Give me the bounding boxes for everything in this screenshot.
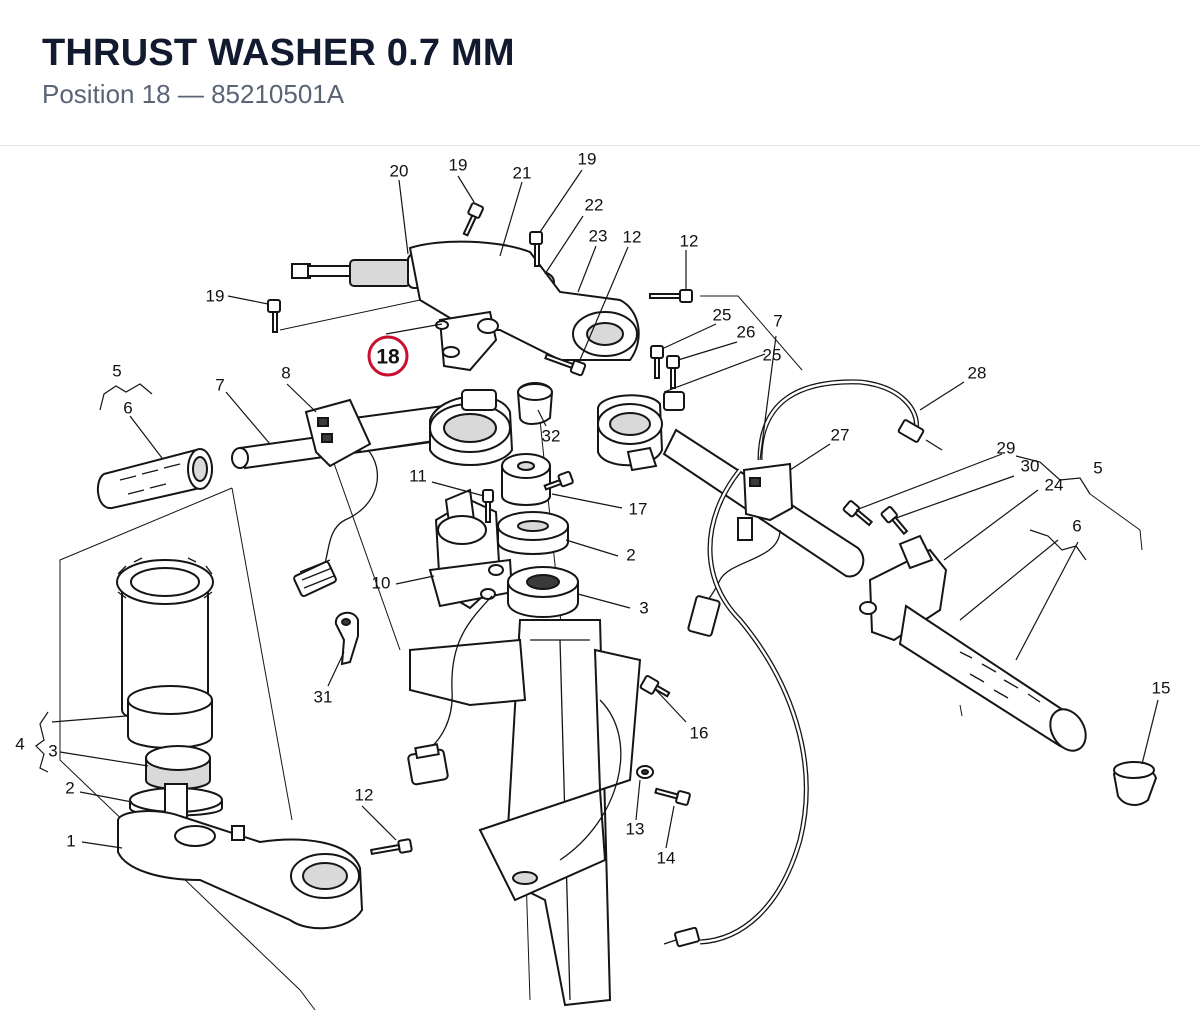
- steering-stem-assembly: [116, 557, 223, 829]
- callout-label: 26: [737, 322, 756, 341]
- callout-label: 28: [968, 363, 987, 382]
- bearing-3: [507, 566, 579, 618]
- callout-label: 6: [1072, 516, 1081, 535]
- callout-label: 13: [626, 819, 645, 838]
- callout-label: 2: [65, 778, 74, 797]
- bolt-11: [482, 489, 494, 523]
- lower-triple-clamp: [117, 810, 364, 930]
- callout-label: 23: [589, 226, 608, 245]
- callout-label: 15: [1152, 678, 1171, 697]
- steering-nut-17: [501, 453, 551, 506]
- callout-label: 29: [997, 438, 1016, 457]
- highlight-callout[interactable]: 18: [367, 335, 409, 377]
- callout-label: 4: [15, 734, 24, 753]
- bolts-upper: [267, 202, 693, 389]
- callout-label: 30: [1021, 456, 1040, 475]
- callout-label: 12: [623, 227, 642, 246]
- callout-label: 19: [578, 149, 597, 168]
- ignition-connector: [407, 743, 449, 786]
- bearing-ring-2: [497, 511, 569, 555]
- callout-label: 8: [281, 363, 290, 382]
- ignition-switch: [428, 488, 514, 749]
- callout-label: 7: [215, 375, 224, 394]
- handlebar-clamp-left: [429, 389, 514, 466]
- callout-label: 24: [1045, 475, 1064, 494]
- callout-label: 3: [639, 598, 648, 617]
- callout-label: 5: [1093, 458, 1102, 477]
- cap-32: [516, 382, 554, 425]
- callout-leaders: [35, 169, 1159, 849]
- callout-label: 12: [680, 231, 699, 250]
- highlight-circle: [367, 335, 409, 377]
- callout-label: 19: [449, 155, 468, 174]
- callout-label: 14: [657, 848, 676, 867]
- bolts-right: [370, 470, 909, 856]
- page-header: THRUST WASHER 0.7 MM Position 18 — 85210…: [0, 0, 1200, 146]
- callout-label: 2: [626, 545, 635, 564]
- callout-label: 20: [390, 161, 409, 180]
- right-switch-connector: [687, 595, 721, 637]
- left-grip: [96, 448, 213, 509]
- callout-label: 19: [206, 286, 225, 305]
- exploded-parts-diagram: 18 20 19 21 19 22 23 12 12 19 25 26 7 25…: [0, 147, 1200, 1014]
- callout-label: 7: [773, 311, 782, 330]
- callout-label: 11: [409, 466, 427, 485]
- throttle-cables: [663, 379, 943, 948]
- callout-label: 22: [585, 195, 604, 214]
- callout-label: 5: [112, 361, 121, 380]
- callout-label: 12: [355, 785, 374, 804]
- upper-triple-clamp: [408, 240, 640, 372]
- callout-label: 16: [690, 723, 709, 742]
- callout-label: 25: [713, 305, 732, 324]
- callout-label: 3: [48, 741, 57, 760]
- callout-labels: 20 19 21 19 22 23 12 12 19 25 26 7 25 28…: [15, 149, 1170, 867]
- throttle-housing: [859, 534, 948, 642]
- left-switch-connector: [293, 559, 337, 598]
- callout-label: 21: [513, 163, 532, 182]
- right-grip: [898, 604, 1087, 752]
- steering-head-frame: [409, 619, 642, 1007]
- callout-label: 6: [123, 398, 132, 417]
- callout-label: 27: [831, 425, 850, 444]
- page-subtitle: Position 18 — 85210501A: [42, 79, 345, 109]
- callout-label: 17: [629, 499, 648, 518]
- callout-label: 32: [542, 426, 561, 445]
- end-cap-15: [1112, 761, 1158, 806]
- callout-label: 25: [763, 345, 782, 364]
- callout-label: 1: [66, 831, 75, 850]
- callout-label: 31: [314, 687, 333, 706]
- callout-label: 10: [372, 573, 391, 592]
- highlighted-label: 18: [376, 346, 400, 369]
- page-title: THRUST WASHER 0.7 MM: [42, 32, 515, 74]
- ignition-key: [334, 611, 359, 666]
